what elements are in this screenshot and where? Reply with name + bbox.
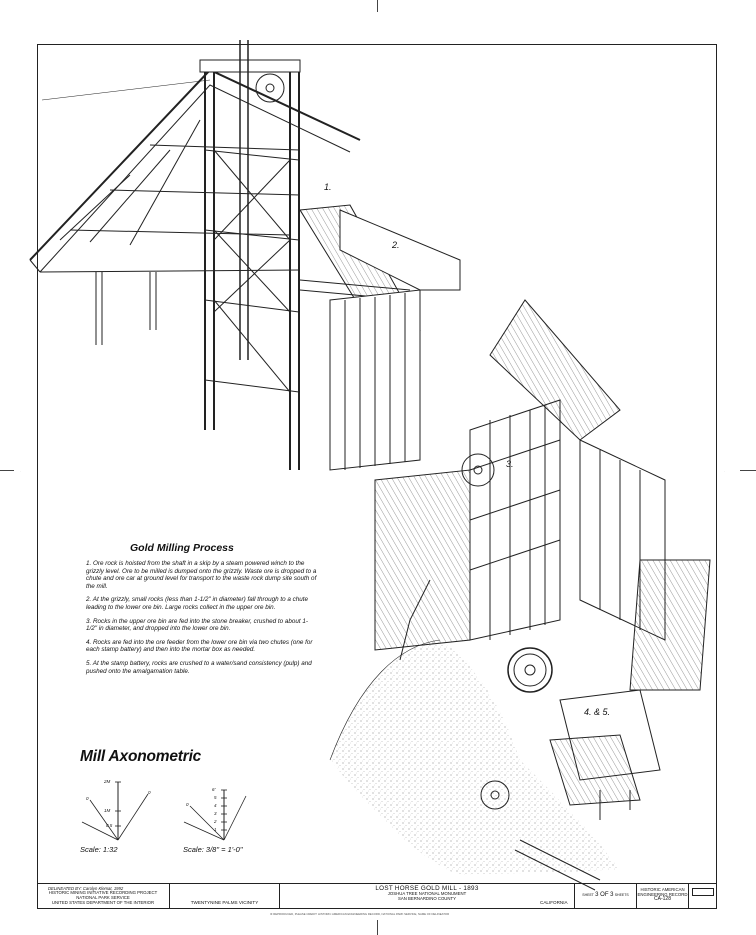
legend-step: 2. At the grizzly, small rocks (less tha… <box>86 596 309 611</box>
legend-step: 3. Rocks in the upper ore bin are fed in… <box>86 617 308 633</box>
callout-2: 2. <box>392 240 400 250</box>
imperial-tick: 1 <box>214 827 217 832</box>
callout-1: 1. <box>324 182 332 192</box>
tb-haer: HISTORIC AMERICAN ENGINEERING RECORD CA-… <box>636 884 688 909</box>
metric-tick: 0 <box>86 796 89 801</box>
legend-steps: 1. Ore rock is hoisted from the shaft in… <box>86 560 318 681</box>
tb-main-title: LOST HORSE GOLD MILL - 1893 <box>375 885 479 892</box>
drawing-title: Mill Axonometric <box>80 748 202 765</box>
tb-title: LOST HORSE GOLD MILL - 1893 JOSHUA TREE … <box>279 884 574 909</box>
legend-step: 1. Ore rock is hoisted from the shaft in… <box>86 560 317 590</box>
side-mark-right: · <box>724 470 725 473</box>
tb-haer-line: ENGINEERING RECORD <box>637 892 688 897</box>
imperial-tick: 4 <box>214 803 217 808</box>
crop-mark-top <box>377 0 378 12</box>
metric-tick: 1M <box>104 808 111 813</box>
tb-sheet-number: 3 OF 3 <box>595 892 614 898</box>
tb-sheets-label: SHEETS <box>614 893 629 897</box>
tb-org-line: NATIONAL PARK SERVICE <box>76 895 130 900</box>
imperial-tick: 2 <box>214 819 217 824</box>
title-block: HISTORIC MINING INITIATIVE RECORDING PRO… <box>37 883 717 909</box>
legend-title: Gold Milling Process <box>130 542 234 554</box>
tb-vicinity-text: TWENTYNINE PALMS VICINITY <box>190 900 259 905</box>
tb-haer-line: HISTORIC AMERICAN <box>640 887 685 892</box>
legend-step: 4. Rocks are fed into the ore feeder fro… <box>86 638 313 654</box>
metric-scale-label: Scale: 1:32 <box>80 845 118 854</box>
legend-step: 5. At the stamp battery, rocks are crush… <box>86 659 312 675</box>
metric-tick: 0 <box>148 790 151 795</box>
callout-3: 3. <box>506 459 514 469</box>
tb-subtitle: SAN BERNARDINO COUNTY <box>397 896 456 901</box>
imperial-scale-label: Scale: 3/8" = 1'-0" <box>183 845 243 854</box>
tb-subtitle: JOSHUA TREE NATIONAL MONUMENT <box>387 891 467 896</box>
imperial-tick: 0 <box>186 802 189 807</box>
imperial-tick: 6' <box>212 787 216 792</box>
imperial-tick: 3 <box>214 811 217 816</box>
tb-sheet-line: SHEET 3 OF 3 SHEETS <box>575 892 636 898</box>
callout-4-5: 4. & 5. <box>584 707 611 717</box>
crop-mark-bottom <box>377 920 378 935</box>
tb-sheet: SHEET 3 OF 3 SHEETS <box>574 884 636 909</box>
tb-index-stamp <box>692 888 714 896</box>
crop-mark-left <box>0 470 14 471</box>
tb-index-box <box>688 884 717 909</box>
tb-state: CALIFORNIA <box>540 900 568 905</box>
sheet-border <box>37 44 717 909</box>
metric-tick: 2M <box>104 779 111 784</box>
tb-org-line: HISTORIC MINING INITIATIVE RECORDING PRO… <box>48 890 158 895</box>
metric-tick: 0.5 <box>106 823 113 828</box>
tb-vicinity: TWENTYNINE PALMS VICINITY <box>169 884 279 909</box>
imperial-tick: 5 <box>214 795 217 800</box>
tb-org-line: UNITED STATES DEPARTMENT OF THE INTERIOR <box>51 900 155 905</box>
tb-sheet-label: SHEET <box>582 893 594 897</box>
delineator-credit: DELINEATED BY: Carolyn Klemat, 1992 <box>48 886 124 891</box>
tb-haer-number: CA-128 <box>654 896 671 902</box>
metric-scale-base <box>81 821 119 841</box>
tb-organization: HISTORIC MINING INITIATIVE RECORDING PRO… <box>37 884 169 909</box>
footer-credit: IF REPRODUCED, PLEASE CREDIT: HISTORIC A… <box>270 912 450 916</box>
crop-mark-right <box>740 470 756 471</box>
side-mark-left: · <box>20 470 21 473</box>
